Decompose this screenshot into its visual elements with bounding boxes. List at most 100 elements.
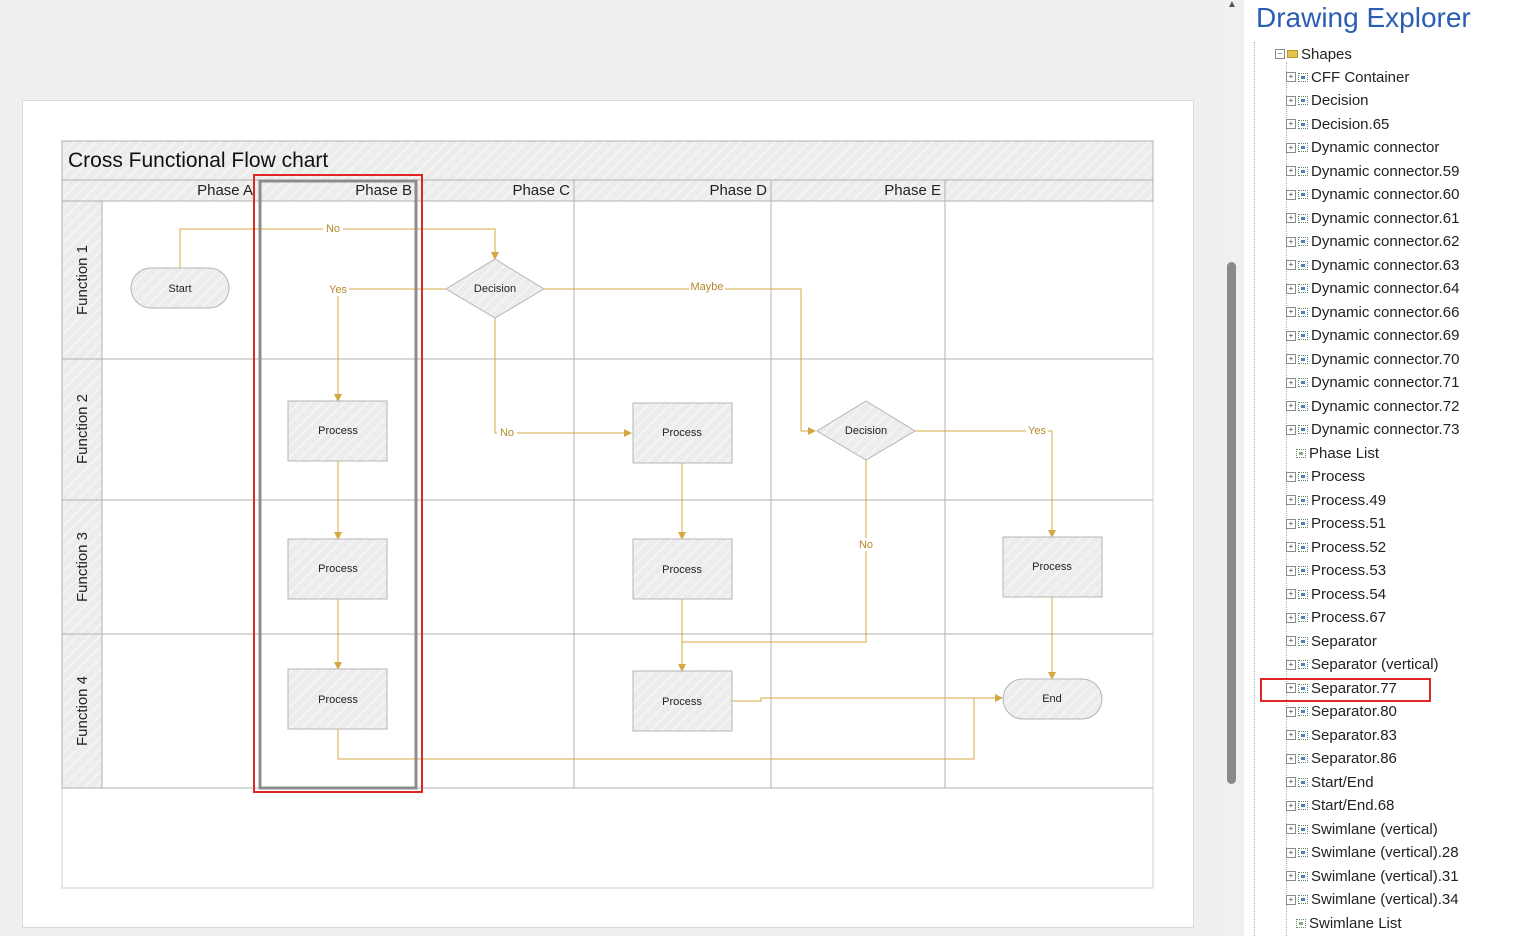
expand-icon[interactable]: + [1286,636,1296,646]
expand-icon[interactable]: + [1286,730,1296,740]
expand-icon[interactable]: + [1286,894,1296,905]
expand-icon[interactable]: + [1286,753,1296,764]
tree-item[interactable]: +Dynamic connector.69 [1286,325,1459,347]
expand-icon[interactable]: + [1286,95,1296,106]
tree-item[interactable]: +Process.67 [1286,607,1386,629]
tree-item[interactable]: +Process.49 [1286,489,1386,511]
phase-label-a[interactable]: Phase A [197,182,253,199]
tree-item[interactable]: +Process.52 [1286,536,1386,558]
expand-icon[interactable]: + [1286,401,1296,411]
drawing-page[interactable]: Cross Functional Flow chart Phase A Phas… [22,100,1194,928]
expand-icon[interactable]: + [1286,518,1296,529]
decision-shape-2[interactable]: Decision [816,400,916,461]
scroll-thumb[interactable] [1227,262,1236,784]
process-shape-b3[interactable]: Process [287,538,388,600]
expand-icon[interactable]: + [1286,142,1296,153]
tree-item[interactable]: +Dynamic connector [1286,137,1439,159]
tree-root-shapes[interactable]: − Shapes [1275,43,1352,65]
expand-icon[interactable]: + [1286,307,1296,317]
collapse-icon[interactable]: − [1275,49,1285,59]
function-label-4[interactable]: Function 4 [74,676,91,746]
expand-icon[interactable]: + [1286,236,1296,247]
tree-item[interactable]: +Separator [1286,630,1377,652]
expand-icon[interactable]: + [1286,589,1296,599]
title-bar[interactable] [61,140,1154,181]
expand-icon[interactable]: + [1286,377,1296,388]
vertical-scrollbar[interactable]: ▲ [1222,0,1242,936]
phase-label-e[interactable]: Phase E [884,182,941,199]
tree-item[interactable]: +Process.53 [1286,560,1386,582]
tree-item[interactable]: +Dynamic connector.64 [1286,278,1459,300]
expand-icon[interactable]: + [1286,542,1296,552]
expand-icon[interactable]: + [1286,471,1296,482]
tree-item[interactable]: +Dynamic connector.63 [1286,254,1459,276]
expand-icon[interactable]: + [1286,424,1296,435]
process-shape-b4[interactable]: Process [287,668,388,730]
start-shape[interactable]: Start [130,267,230,309]
phase-label-b[interactable]: Phase B [355,182,412,199]
end-shape[interactable]: End [1002,678,1103,720]
tree-item[interactable]: +Dynamic connector.70 [1286,348,1459,370]
expand-icon[interactable]: + [1286,800,1296,811]
tree-item[interactable]: +Dynamic connector.72 [1286,395,1459,417]
tree-item[interactable]: +Dynamic connector.61 [1286,207,1459,229]
process-shape-e3[interactable]: Process [1002,536,1103,598]
expand-icon[interactable]: + [1286,283,1296,294]
tree-item[interactable]: +Separator (vertical) [1286,654,1439,676]
tree-item[interactable]: +Separator.80 [1286,701,1397,723]
expand-icon[interactable]: + [1286,330,1296,341]
tree-item[interactable]: +Start/End.68 [1286,795,1394,817]
tree-item[interactable]: +Process.51 [1286,513,1386,535]
expand-icon[interactable]: + [1286,166,1296,176]
process-shape-d3[interactable]: Process [632,538,733,600]
tree-item[interactable]: +Swimlane (vertical).31 [1286,865,1459,887]
tree-item[interactable]: +Start/End [1286,771,1374,793]
flowchart-diagram[interactable]: Cross Functional Flow chart Phase A Phas… [23,101,1193,927]
selected-separator-77[interactable] [258,179,418,790]
scroll-up-arrow-icon[interactable]: ▲ [1227,0,1237,10]
expand-icon[interactable]: + [1286,612,1296,623]
tree-item[interactable]: +Dynamic connector.71 [1286,372,1459,394]
phase-label-d[interactable]: Phase D [709,182,767,199]
expand-icon[interactable]: + [1286,260,1296,270]
process-shape-d4[interactable]: Process [632,670,733,732]
tree-item[interactable]: +Dynamic connector.66 [1286,301,1459,323]
expand-icon[interactable]: + [1286,354,1296,364]
connectors[interactable] [179,228,1056,760]
tree-item[interactable]: +Process [1286,466,1365,488]
tree-item[interactable]: +Dynamic connector.59 [1286,160,1459,182]
tree-item[interactable]: Swimlane List [1296,912,1402,934]
expand-icon[interactable]: + [1286,824,1296,834]
process-shape-b2[interactable]: Process [287,400,388,462]
decision-shape-1[interactable]: Decision [445,258,545,319]
tree-item[interactable]: +Dynamic connector.60 [1286,184,1459,206]
tree-item[interactable]: +Swimlane (vertical).34 [1286,889,1459,911]
tree-item[interactable]: Phase List [1296,442,1379,464]
expand-icon[interactable]: + [1286,706,1296,717]
expand-icon[interactable]: + [1286,871,1296,881]
expand-icon[interactable]: + [1286,72,1296,82]
tree-item[interactable]: +Decision.65 [1286,113,1389,135]
function-separators[interactable] [62,358,1153,789]
expand-icon[interactable]: + [1286,847,1296,858]
phase-label-c[interactable]: Phase C [512,182,570,199]
expand-icon[interactable]: + [1286,659,1296,670]
expand-icon[interactable]: + [1286,213,1296,223]
expand-icon[interactable]: + [1286,565,1296,576]
tree-item[interactable]: +Separator.77 [1286,677,1397,699]
drawing-canvas[interactable]: Cross Functional Flow chart Phase A Phas… [0,0,1220,936]
expand-icon[interactable]: + [1286,119,1296,129]
tree-item[interactable]: +Separator.86 [1286,748,1397,770]
expand-icon[interactable]: + [1286,495,1296,505]
process-shape-d2[interactable]: Process [632,402,733,464]
expand-icon[interactable]: + [1286,683,1296,693]
tree-item[interactable]: +Dynamic connector.73 [1286,419,1459,441]
function-label-1[interactable]: Function 1 [74,245,91,315]
tree-item[interactable]: +CFF Container [1286,66,1409,88]
tree-item[interactable]: +Dynamic connector.62 [1286,231,1459,253]
function-label-2[interactable]: Function 2 [74,394,91,464]
tree-item[interactable]: +Swimlane (vertical).28 [1286,842,1459,864]
cff-container[interactable] [61,140,1154,889]
tree-item[interactable]: +Separator.83 [1286,724,1397,746]
tree-item[interactable]: +Process.54 [1286,583,1386,605]
